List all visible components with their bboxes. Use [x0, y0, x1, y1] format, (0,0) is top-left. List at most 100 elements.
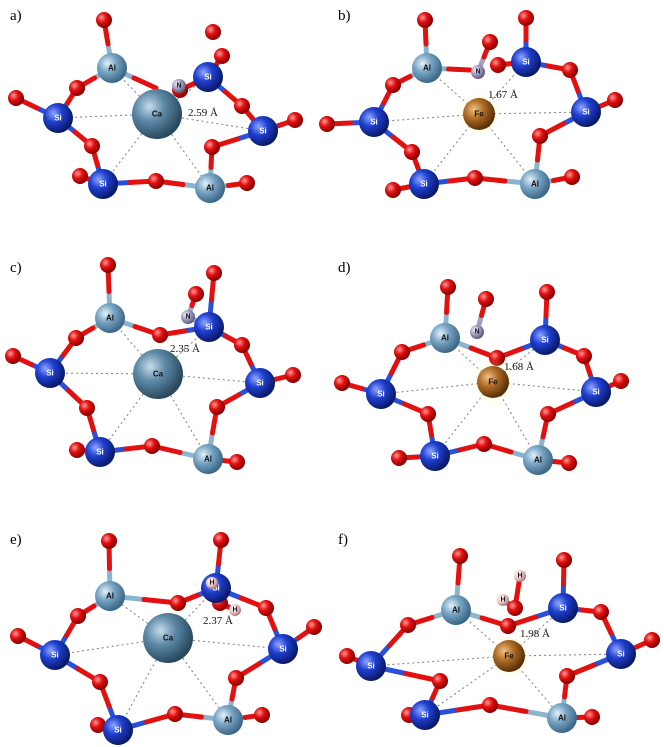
oxygen-atom	[306, 619, 322, 635]
atom-label: Al	[531, 180, 539, 189]
coordination-line	[370, 655, 510, 667]
oxygen-atom	[576, 348, 592, 364]
oxygen-atom	[70, 608, 86, 624]
atom-label: Al	[106, 592, 114, 601]
oxygen-atom	[79, 400, 95, 416]
oxygen-atom	[432, 673, 448, 689]
si-atom	[606, 639, 636, 669]
oxygen-atom	[188, 286, 204, 302]
oxygen-atom	[500, 618, 516, 634]
oxygen-atom	[213, 532, 229, 548]
atom-label: Si	[559, 604, 567, 613]
al-atom	[213, 705, 243, 735]
si-atom	[511, 47, 541, 77]
oxygen-atom	[593, 604, 609, 620]
oxygen-atom	[69, 442, 85, 458]
n-atom	[172, 79, 186, 93]
oxygen-atom	[607, 92, 623, 108]
oxygen-atom	[92, 674, 108, 690]
si-atom	[245, 368, 275, 398]
oxygen-atom	[10, 628, 26, 644]
atom-label: Si	[541, 336, 549, 345]
si-atom	[530, 325, 560, 355]
atom-label: N	[474, 329, 479, 336]
si-atom	[409, 169, 439, 199]
oxygen-atom	[152, 327, 168, 343]
oxygen-atom	[319, 116, 335, 132]
oxygen-atom	[467, 170, 483, 186]
panel-label: d)	[338, 260, 351, 276]
distance-label: 2.59 Å	[188, 107, 218, 119]
al-atom	[520, 169, 550, 199]
oxygen-atom	[417, 12, 433, 28]
h-atom	[206, 577, 218, 589]
panel-label: e)	[10, 532, 22, 548]
al-atom	[547, 703, 577, 733]
oxygen-atom	[440, 279, 456, 295]
panel-label: b)	[338, 8, 351, 24]
oxygen-atom	[562, 62, 578, 78]
coordination-line	[54, 637, 169, 656]
al-atom	[97, 53, 127, 83]
atom-label: H	[517, 573, 522, 580]
si-atom	[88, 169, 118, 199]
atom-label: Si	[592, 388, 600, 397]
fe-atom	[463, 98, 495, 130]
oxygen-atom	[84, 138, 100, 154]
si-atom	[103, 715, 133, 745]
distance-label: 2.37 Å	[203, 615, 233, 627]
coordination-line	[508, 655, 563, 719]
atom-label: Si	[212, 584, 220, 593]
oxygen-atom	[5, 348, 21, 364]
atom-label: Al	[534, 456, 542, 465]
oxygen-atom	[490, 57, 506, 73]
atom-label: Si	[256, 379, 264, 388]
coordination-line	[49, 372, 159, 375]
h-atom	[514, 570, 526, 582]
oxygen-atom	[559, 668, 575, 684]
si-atom	[420, 441, 450, 471]
n-atom	[470, 325, 484, 339]
oxygen-atom	[532, 128, 548, 144]
si-atom	[194, 312, 224, 342]
atom-label: Al	[106, 314, 114, 323]
atom-label: Si	[377, 390, 385, 399]
atom-label: Si	[96, 448, 104, 457]
oxygen-atom	[564, 169, 580, 185]
bond	[446, 66, 473, 73]
oxygen-atom	[339, 648, 355, 664]
atom-label: Si	[46, 369, 54, 378]
atom-label: Si	[367, 662, 375, 671]
atom-label: H	[500, 597, 505, 604]
atom-label: Al	[423, 64, 431, 73]
si-atom	[548, 593, 578, 623]
oxygen-atom	[205, 24, 221, 40]
oxygen-atom	[144, 438, 160, 454]
oxygen-atom	[644, 632, 660, 648]
al-atom	[430, 323, 460, 353]
oxygen-atom	[613, 373, 629, 389]
panel-label: f)	[338, 532, 348, 548]
si-atom	[248, 116, 278, 146]
distance-label: 1.98 Å	[520, 628, 550, 640]
atom-label: H	[232, 607, 237, 614]
oxygen-atom	[385, 182, 401, 198]
distance-label: 2.35 Å	[170, 343, 200, 355]
h-atom	[229, 604, 241, 616]
atom-label: Si	[431, 452, 439, 461]
oxygen-atom	[404, 144, 420, 160]
atom-label: Si	[54, 114, 62, 123]
atom-label: H	[209, 580, 214, 587]
si-atom	[40, 640, 70, 670]
atom-label: Si	[114, 726, 122, 735]
al-atom	[412, 53, 442, 83]
n-atom	[471, 65, 485, 79]
atom-label: Si	[421, 711, 429, 720]
coordination-line	[157, 373, 261, 384]
coordination-line	[380, 381, 494, 395]
